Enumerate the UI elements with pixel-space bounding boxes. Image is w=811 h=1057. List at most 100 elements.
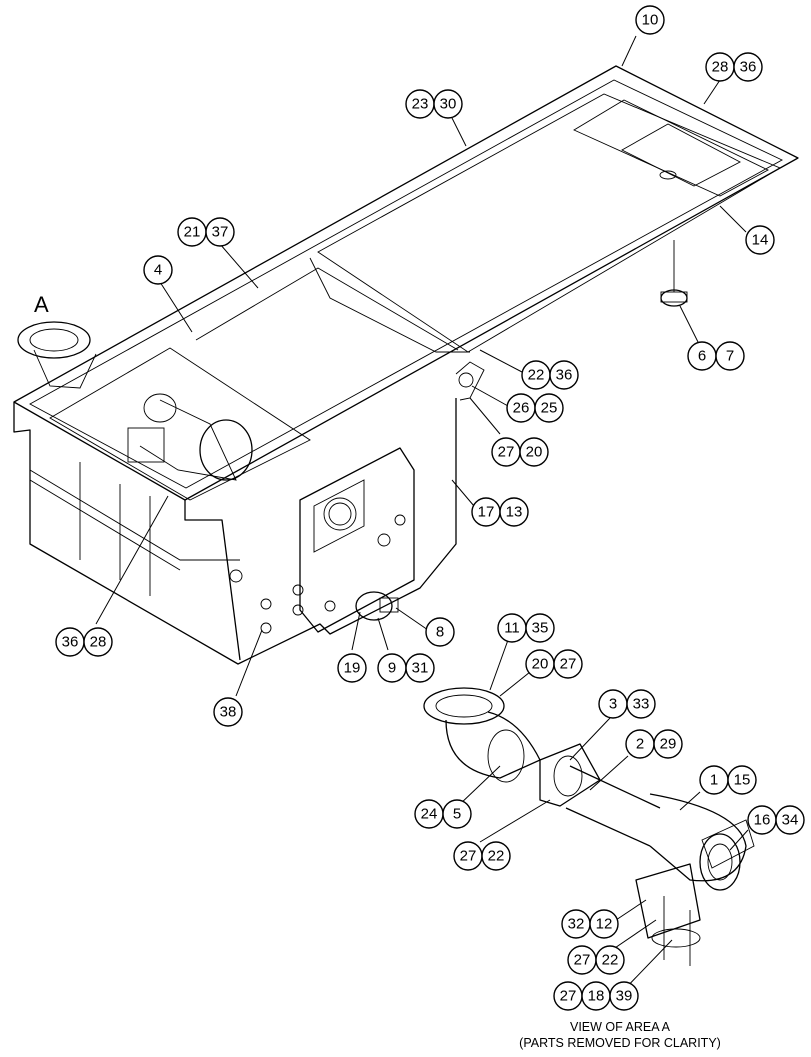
callout-c28_36: 28 36 [705,52,763,82]
callout-number: 15 [734,772,751,789]
callout-balloon [499,497,529,527]
callout-number: 20 [532,656,549,673]
callout-number: 32 [568,916,585,933]
callout-c23_30: 23 30 [405,89,463,119]
callout-number: 33 [633,696,650,713]
area-a-detail-drawing [423,687,755,966]
callout-number: 25 [541,400,558,417]
callout-balloon [715,341,745,371]
callout-balloon [609,981,639,1011]
callout-balloon [83,627,113,657]
callout-number: 28 [90,634,107,651]
callout-c27_22a: 27 22 [453,841,511,871]
callout-balloon [595,945,625,975]
callout-balloon [337,653,367,683]
callout-balloon [626,689,656,719]
callout-c32_12: 32 12 [561,909,619,939]
callout-balloon [589,909,619,939]
callout-balloon [433,89,463,119]
callout-number: 2 [636,736,644,753]
leader-lines [95,35,749,995]
callout-c27_20: 27 20 [491,437,549,467]
callout-balloon [425,617,455,647]
callout-number: 30 [440,96,457,113]
callout-number: 36 [556,367,573,384]
callout-number: 36 [62,634,79,651]
callout-balloon [733,52,763,82]
callout-number: 16 [754,812,771,829]
callout-number: 19 [344,660,361,677]
callout-number: 11 [504,620,520,637]
callout-balloon [727,765,757,795]
callout-balloon [775,805,805,835]
callout-number: 22 [602,952,619,969]
callout-balloon [205,217,235,247]
callout-number: 35 [532,620,549,637]
callout-c36_28: 36 28 [55,627,113,657]
callout-c9_31: 9 31 [377,653,435,683]
callout-number: 14 [752,232,769,249]
callout-number: 29 [660,736,677,753]
callout-number: 20 [526,444,543,461]
callout-number: 27 [574,952,591,969]
callout-number: 1 [710,772,718,789]
callout-balloon [442,799,472,829]
callout-balloon [143,255,173,285]
callout-number: 27 [498,444,515,461]
callout-balloon [553,649,583,679]
callout-c27_22b: 27 22 [567,945,625,975]
oil-pan-drawing [13,65,799,665]
callout-number: 12 [596,916,613,933]
callout-number: 27 [560,988,577,1005]
caption-subtitle: (PARTS REMOVED FOR CLARITY) [519,1036,721,1050]
callout-number: 7 [726,348,734,365]
callout-number: 31 [412,660,429,677]
callout-balloon [745,225,775,255]
callout-balloon [653,729,683,759]
callout-number: 36 [740,59,757,76]
callout-c21_37: 21 37 [177,217,235,247]
callout-number: 22 [528,367,545,384]
callout-balloon [519,437,549,467]
callout-number: 8 [436,624,444,641]
callout-c19: 19 [337,653,367,683]
callout-c1_15: 1 15 [699,765,757,795]
callout-number: 38 [220,704,237,721]
callout-number: 39 [616,988,633,1005]
callout-c10: 10 [635,5,665,35]
callout-number: 27 [460,848,477,865]
caption-title: VIEW OF AREA A [569,1020,671,1034]
callout-c11_35: 11 35 [497,613,555,643]
callout-number: 13 [506,504,523,521]
callout-number: 6 [698,348,706,365]
callout-number: 28 [712,59,729,76]
callout-number: 9 [388,660,396,677]
callout-number: 34 [782,812,799,829]
callout-number: 22 [488,848,505,865]
callout-number: 3 [609,696,617,713]
callout-number: 10 [642,12,659,29]
callout-balloon [481,841,511,871]
area-a-label: A [34,292,49,317]
callout-number: 21 [184,224,201,241]
callout-number: 18 [588,988,605,1005]
callout-balloon [405,653,435,683]
callout-c38: 38 [213,697,243,727]
callout-number: 23 [412,96,429,113]
callout-number: 37 [212,224,229,241]
callout-balloon [635,5,665,35]
callout-balloon [213,697,243,727]
callout-c4: 4 [143,255,173,285]
callout-number: 4 [154,262,162,279]
callout-number: 17 [478,504,495,521]
callout-c2_29: 2 29 [625,729,683,759]
callout-c8: 8 [425,617,455,647]
